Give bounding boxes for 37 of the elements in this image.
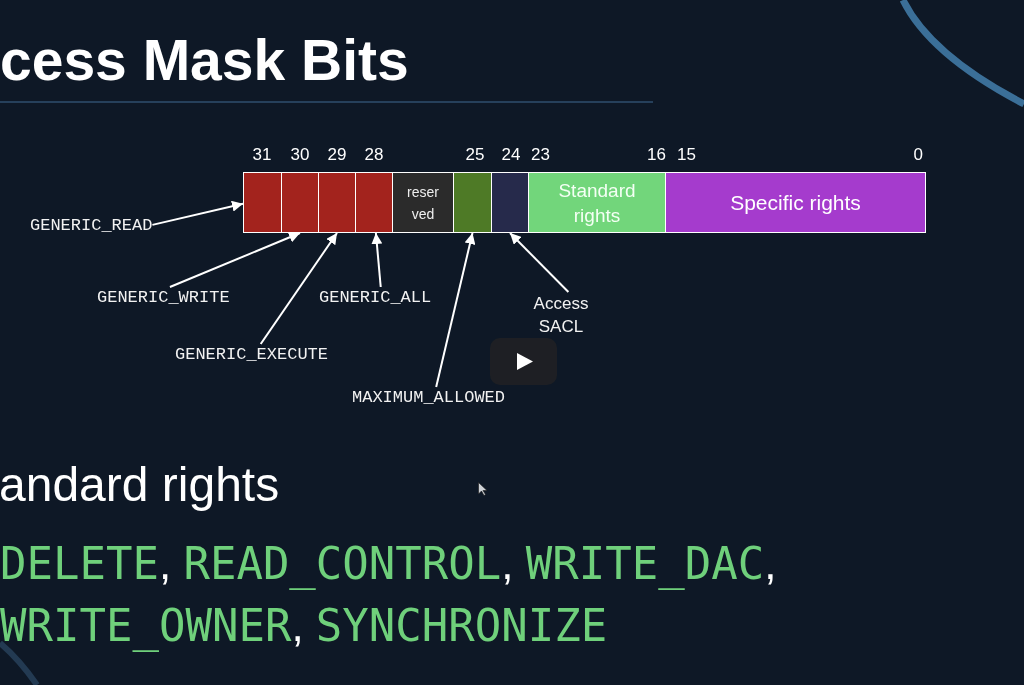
bit-number: 25 [465, 145, 485, 165]
bit-number: 23 [531, 145, 550, 165]
bit-cell [318, 172, 356, 233]
bit-cell [355, 172, 393, 233]
bit-field-segment [665, 172, 926, 233]
bit-number: 15 [677, 145, 696, 165]
bit-number: 0 [913, 145, 923, 165]
bit-cell [243, 172, 282, 233]
section-heading: andard rights [0, 461, 280, 509]
arrow [435, 232, 476, 388]
flag-label: GENERIC_ALL [319, 287, 432, 309]
arrow [168, 232, 301, 288]
flag-label: Access SACL [524, 292, 598, 338]
bit-number: 29 [327, 145, 347, 165]
arrow [509, 232, 570, 293]
arrow [259, 232, 338, 345]
arrow [371, 232, 383, 288]
bit-number: 28 [364, 145, 384, 165]
bit-number: 24 [501, 145, 521, 165]
bit-cell [453, 172, 492, 233]
segment-label: Specific rights [729, 189, 862, 216]
bit-cell [491, 172, 529, 233]
bit-field-segment [528, 172, 666, 233]
reserved-segment [392, 172, 454, 233]
bit-number: 31 [252, 145, 272, 165]
rights-list: DELETE, READ_CONTROL, WRITE_DAC, WRITE_OWNER, SYNCHRONIZE [0, 533, 840, 657]
segment-label: Standard rights [557, 178, 637, 228]
bit-number: 30 [290, 145, 310, 165]
segment-label: reser ved [406, 182, 440, 224]
flag-label: GENERIC_EXECUTE [175, 344, 329, 366]
bit-cell [281, 172, 319, 233]
slide-title: cess Mask Bits [0, 32, 409, 89]
bit-number: 16 [647, 145, 666, 165]
flag-label: GENERIC_READ [30, 215, 153, 237]
flag-label: GENERIC_WRITE [97, 287, 230, 309]
arrow [151, 200, 244, 226]
flag-label: MAXIMUM_ALLOWED [352, 387, 506, 409]
